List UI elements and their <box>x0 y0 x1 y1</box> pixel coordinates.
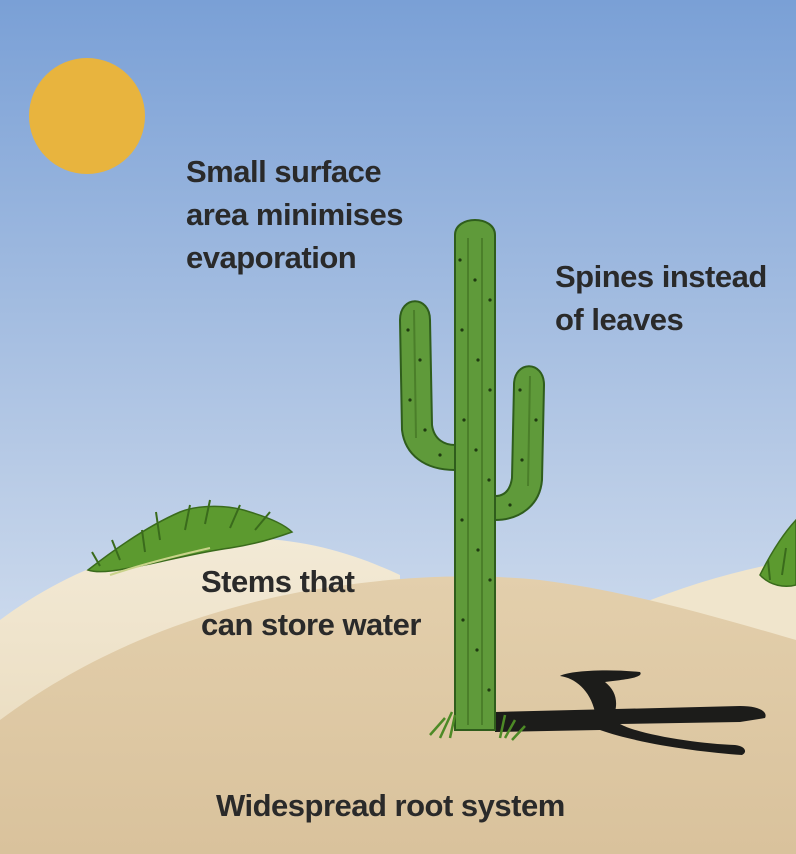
cactus-shadow <box>495 670 766 755</box>
shrub-right <box>759 518 796 587</box>
shrub-left <box>86 499 294 576</box>
sun <box>29 58 145 174</box>
label-line: can store water <box>201 607 421 642</box>
label-small-surface-area: Small surface area minimises evaporation <box>186 150 404 279</box>
label-root-system: Widespread root system <box>216 788 565 823</box>
label-line: Small surface <box>186 154 382 189</box>
label-line: Stems that <box>201 564 355 599</box>
label-line: Spines instead <box>555 259 767 294</box>
saguaro-cactus <box>398 219 546 731</box>
label-stems-store-water: Stems that can store water <box>201 560 421 646</box>
cactus-base-grass <box>429 711 526 741</box>
label-spines: Spines instead of leaves <box>555 255 767 341</box>
label-line: area minimises <box>186 197 404 232</box>
cactus-spines <box>406 258 538 692</box>
front-dune <box>0 576 796 854</box>
label-line: evaporation <box>186 240 357 275</box>
label-line: of leaves <box>555 302 684 337</box>
